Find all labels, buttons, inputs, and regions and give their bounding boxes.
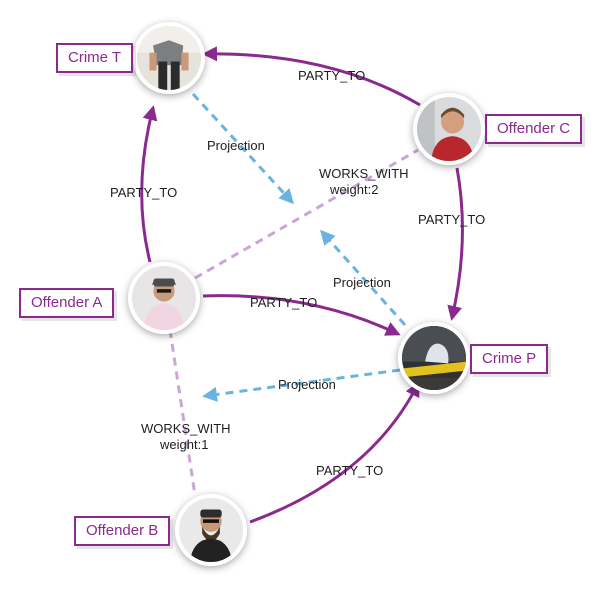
node-label-crime-t: Crime T [56, 43, 134, 73]
works-with-edge-a-b [168, 329, 197, 496]
crime-t-photo-icon [137, 26, 201, 90]
works-with-edge-a-c [194, 148, 419, 280]
offender-a-photo-icon [132, 266, 196, 330]
node-offender-a[interactable] [128, 262, 200, 334]
edge-label-a-t: PARTY_TO [110, 185, 177, 200]
projection-edge-t [191, 92, 295, 205]
edge-label-c-t: PARTY_TO [298, 68, 365, 83]
crime-p-photo-icon [402, 326, 466, 390]
party-to-edge-c-p [447, 167, 464, 321]
party-to-edge-b-p [249, 381, 420, 524]
party-to-edge-c-t [202, 46, 421, 107]
projection-edge-p-left [202, 368, 401, 402]
edge-label-projection-p-up: Projection [333, 275, 391, 290]
node-offender-c[interactable] [413, 93, 485, 165]
edge-label-works-with-ab: WORKS_WITH [141, 421, 231, 436]
node-label-crime-p: Crime P [470, 344, 549, 374]
offender-b-photo-icon [179, 498, 243, 562]
party-to-edge-a-p [202, 294, 401, 336]
party-to-edge-a-t [140, 105, 158, 263]
projection-edge-p-up [320, 229, 407, 326]
node-crime-p[interactable] [398, 322, 470, 394]
node-crime-t[interactable] [133, 22, 205, 94]
edge-label-works-with-ac: WORKS_WITH [319, 166, 409, 181]
edge-label-c-p: PARTY_TO [418, 212, 485, 227]
node-label-offender-b: Offender B [74, 516, 171, 546]
edge-label-b-p: PARTY_TO [316, 463, 383, 478]
edge-label-projection-p-left: Projection [278, 377, 336, 392]
node-label-offender-c: Offender C [485, 114, 583, 144]
edge-label-weight-ab: weight:1 [159, 437, 208, 452]
offender-c-photo-icon [417, 97, 481, 161]
edge-label-a-p: PARTY_TO [250, 295, 317, 310]
node-label-offender-a: Offender A [19, 288, 115, 318]
node-offender-b[interactable] [175, 494, 247, 566]
edge-label-projection-t: Projection [207, 138, 265, 153]
edge-label-weight-ac: weight:2 [329, 182, 378, 197]
